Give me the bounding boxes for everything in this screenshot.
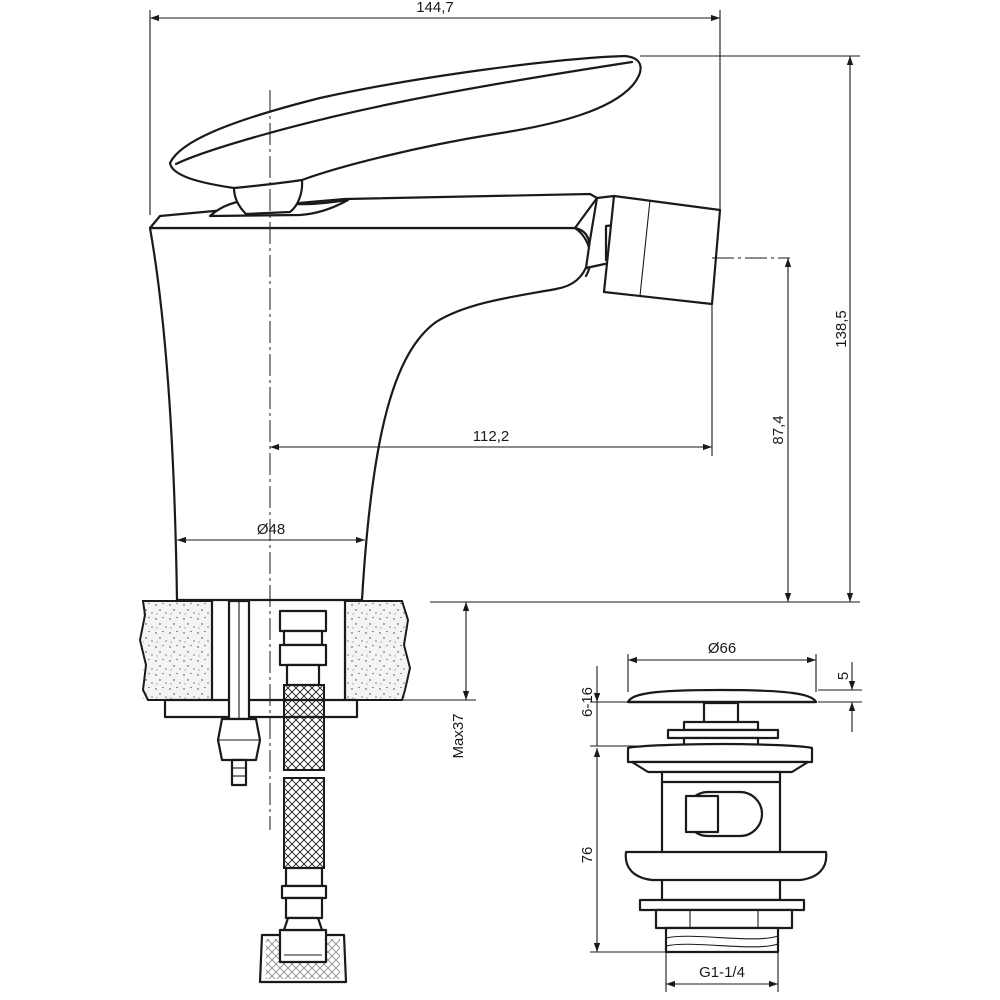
- drain: [624, 688, 828, 954]
- drain-stem: [702, 701, 740, 725]
- dim-overall-height-label: 138,5: [833, 310, 850, 348]
- lever-handle: [168, 54, 642, 190]
- dim-drain-body-length-label: 76: [579, 847, 596, 864]
- faucet: [148, 54, 722, 602]
- dim-spout-height-label: 87,4: [770, 415, 787, 444]
- dim-drain-thread: G1-1/4: [665, 952, 779, 992]
- dim-drain-adjust: 6-16: [579, 666, 640, 747]
- drain-cap: [626, 688, 818, 704]
- dim-drain-cap-diameter: Ø66: [627, 640, 817, 692]
- drain-locknut: [654, 908, 794, 930]
- mounting-rod: [216, 599, 262, 787]
- dim-spout-reach: 112,2: [270, 300, 713, 456]
- aerator-head: [602, 194, 722, 306]
- dim-spout-reach-label: 112,2: [473, 428, 509, 445]
- mounting-plate: [163, 698, 359, 719]
- dim-drain-body-length: 76: [579, 748, 668, 953]
- dim-max-thickness: Max37: [360, 602, 476, 759]
- lever-handle-inner: [174, 60, 634, 166]
- dim-base-diameter: Ø48: [177, 521, 365, 544]
- supply-hose: [258, 609, 348, 984]
- drain-strainer: [624, 850, 828, 882]
- dim-drain-cap-thickness-label: 5: [835, 672, 852, 680]
- drain-flange: [626, 742, 814, 764]
- faucet-body: [148, 226, 591, 602]
- dim-base-diameter-label: Ø48: [257, 521, 285, 538]
- dim-drain-thread-label: G1-1/4: [699, 964, 745, 981]
- handle-stem: [232, 178, 304, 216]
- drain-thread: [664, 926, 780, 954]
- dim-drain-cap-diameter-label: Ø66: [708, 640, 736, 657]
- dim-drain-cap-thickness: 5: [818, 662, 862, 732]
- dim-spout-height: 87,4: [770, 258, 792, 602]
- dim-max-thickness-label: Max37: [450, 713, 467, 758]
- dim-overall-width-label: 144,7: [416, 0, 454, 16]
- dim-overall-height: 138,5: [430, 55, 860, 603]
- dim-drain-adjust-label: 6-16: [579, 687, 596, 717]
- dim-overall-width: 144,7: [149, 0, 721, 215]
